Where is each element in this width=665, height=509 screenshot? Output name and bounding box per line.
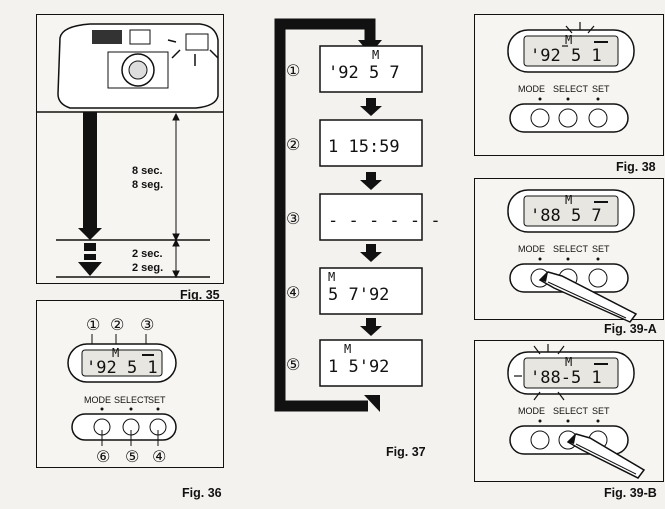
blink-icon (514, 344, 565, 401)
select-label: SELECT (553, 406, 589, 416)
lcd-display (319, 119, 423, 167)
interval-bracket (172, 112, 180, 279)
step-4: ④ M5 7'92 (286, 267, 423, 315)
set-button[interactable] (588, 108, 608, 128)
callout-6: ⑥ (96, 447, 110, 466)
step-5: ⑤ M1 5'92 (286, 339, 423, 387)
fig39b-label: Fig. 39-B (604, 486, 657, 500)
mode-label: MODE (518, 406, 545, 416)
select-button[interactable] (558, 108, 578, 128)
short-interval-es: 2 seg. (132, 262, 163, 274)
step-1: ① M'92 5 7 (286, 45, 423, 93)
mode-label: MODE (84, 395, 111, 405)
select-label: SELECT (553, 244, 589, 254)
lcd-display (81, 349, 163, 377)
lcd-readout: '92 5 7 (328, 63, 400, 83)
mode-button[interactable] (530, 108, 550, 128)
lcd-display (319, 339, 423, 387)
lcd-display (319, 45, 423, 93)
long-interval-es: 8 seg. (132, 179, 163, 191)
month-marker: M (565, 193, 572, 207)
timeline-arrow (78, 112, 102, 276)
lcd-readout: 1 15:59 (328, 137, 400, 157)
callout-1: ① (86, 315, 100, 334)
month-marker: M (344, 342, 351, 356)
set-label: SET (592, 244, 610, 254)
set-button[interactable] (588, 268, 608, 288)
step-number: ⑤ (286, 355, 300, 374)
lcd-readout: 5 7'92 (328, 285, 389, 305)
lcd-readout: - - - - - - (328, 211, 441, 231)
month-marker: M (565, 355, 572, 369)
step-number: ③ (286, 209, 300, 228)
fig37-label: Fig. 37 (386, 445, 426, 459)
callout-2: ② (110, 315, 124, 334)
pen-icon (566, 433, 646, 479)
step-number: ② (286, 135, 300, 154)
month-marker: M (112, 346, 119, 360)
mode-button[interactable] (530, 430, 550, 450)
short-interval-en: 2 sec. (132, 248, 163, 260)
callout-5: ⑤ (125, 447, 139, 466)
lcd-readout: '88 5 7 (530, 206, 602, 226)
step-number: ④ (286, 283, 300, 302)
lcd-readout: '92 5 1 (86, 358, 158, 378)
fig35-label: Fig. 35 (180, 288, 220, 302)
lcd-display (319, 193, 423, 241)
lcd-display (523, 35, 619, 67)
lcd-readout: 1 5'92 (328, 357, 389, 377)
month-marker: M (328, 270, 335, 284)
loop-arrow (274, 18, 376, 412)
select-label: SELECT (114, 395, 150, 405)
month-marker: M (372, 48, 379, 62)
flash-blink-icon (167, 39, 219, 66)
blink-icon (562, 22, 595, 47)
set-label: SET (148, 395, 166, 405)
step-number: ① (286, 61, 300, 80)
fig38-label: Fig. 38 (616, 160, 656, 174)
mode-label: MODE (518, 84, 545, 94)
step-2: ② 1 15:59 (286, 119, 423, 167)
lcd-display (319, 267, 423, 315)
lcd-display (523, 357, 619, 389)
callout-3: ③ (140, 315, 154, 334)
set-label: SET (592, 84, 610, 94)
long-interval-en: 8 sec. (132, 165, 163, 177)
lcd-readout: '88-5 1 (530, 368, 602, 388)
lcd-readout: '92 5 1 (530, 46, 602, 66)
lcd-display (523, 195, 619, 227)
set-label: SET (592, 406, 610, 416)
camera-illustration (57, 23, 219, 109)
mode-label: MODE (518, 244, 545, 254)
fig39a-label: Fig. 39-A (604, 322, 657, 336)
select-label: SELECT (553, 84, 589, 94)
step-3: ③ - - - - - - (286, 193, 441, 241)
pen-icon (538, 271, 638, 323)
fig36-label: Fig. 36 (182, 486, 222, 500)
callout-4: ④ (152, 447, 166, 466)
month-marker: M (565, 33, 572, 47)
